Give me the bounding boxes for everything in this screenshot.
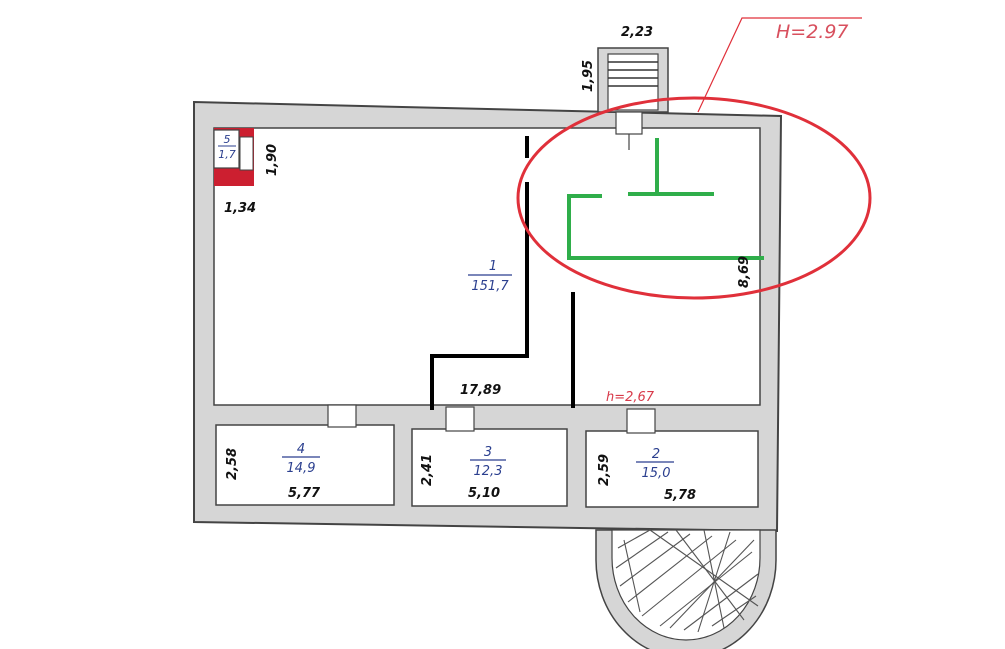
doorway-room-4 xyxy=(327,404,357,428)
room-4-floor xyxy=(215,424,395,506)
room-4-area: 14,9 xyxy=(287,461,316,476)
room-5-label: 5 1,7 xyxy=(218,133,236,161)
room-3-number: 3 xyxy=(484,445,492,460)
bay-window xyxy=(595,529,777,649)
wc-door xyxy=(239,136,254,171)
room2-depth-label: 2,59 xyxy=(597,454,612,486)
building-height-label: H=2.97 xyxy=(776,21,849,43)
room-1-floor xyxy=(213,127,761,406)
hall-length-label: 17,89 xyxy=(460,383,501,398)
room-2-number: 2 xyxy=(652,447,660,462)
wc-interior xyxy=(213,129,240,169)
room-1-number: 1 xyxy=(489,259,497,274)
room4-depth-label: 2,58 xyxy=(225,448,240,480)
bay-hatch xyxy=(615,529,759,633)
wc-width-label: 1,34 xyxy=(224,201,256,216)
room3-depth-label: 2,41 xyxy=(420,454,435,486)
room-3-floor xyxy=(411,428,568,507)
room-3-label: 3 12,3 xyxy=(470,445,506,479)
wc-height-label: 1,90 xyxy=(265,144,280,176)
doorway-room-3 xyxy=(445,406,475,432)
stair-width-label: 2,23 xyxy=(621,25,653,40)
room-height-label: h=2,67 xyxy=(606,390,655,405)
room-3-area: 12,3 xyxy=(474,464,503,479)
hall-width-label: 8,69 xyxy=(737,256,752,288)
room2-width-label: 5,78 xyxy=(664,488,696,503)
highlight-ellipse xyxy=(516,96,872,300)
room3-width-label: 5,10 xyxy=(468,486,500,501)
height-leader-line xyxy=(697,17,862,113)
green-wall-l-shape xyxy=(567,194,764,260)
room-4-number: 4 xyxy=(297,442,305,457)
room-1-area: 151,7 xyxy=(471,279,509,294)
room-2-label: 2 15,0 xyxy=(636,447,674,481)
partition-main xyxy=(430,182,529,410)
doorway-room-2 xyxy=(626,408,656,434)
room-5-area: 1,7 xyxy=(218,148,236,161)
room-2-area: 15,0 xyxy=(642,466,671,481)
bay-inner xyxy=(611,529,761,641)
proposed-walls xyxy=(567,138,764,260)
stair-depth-label: 1,95 xyxy=(581,60,596,92)
partitions xyxy=(430,136,575,410)
room-5-number: 5 xyxy=(224,133,231,146)
room-4-label: 4 14,9 xyxy=(282,442,320,476)
room-1-label: 1 151,7 xyxy=(468,259,512,294)
room4-width-label: 5,77 xyxy=(288,486,321,501)
room-2-floor xyxy=(585,430,759,508)
stair-doorway xyxy=(615,111,643,135)
wc-room xyxy=(213,128,254,186)
